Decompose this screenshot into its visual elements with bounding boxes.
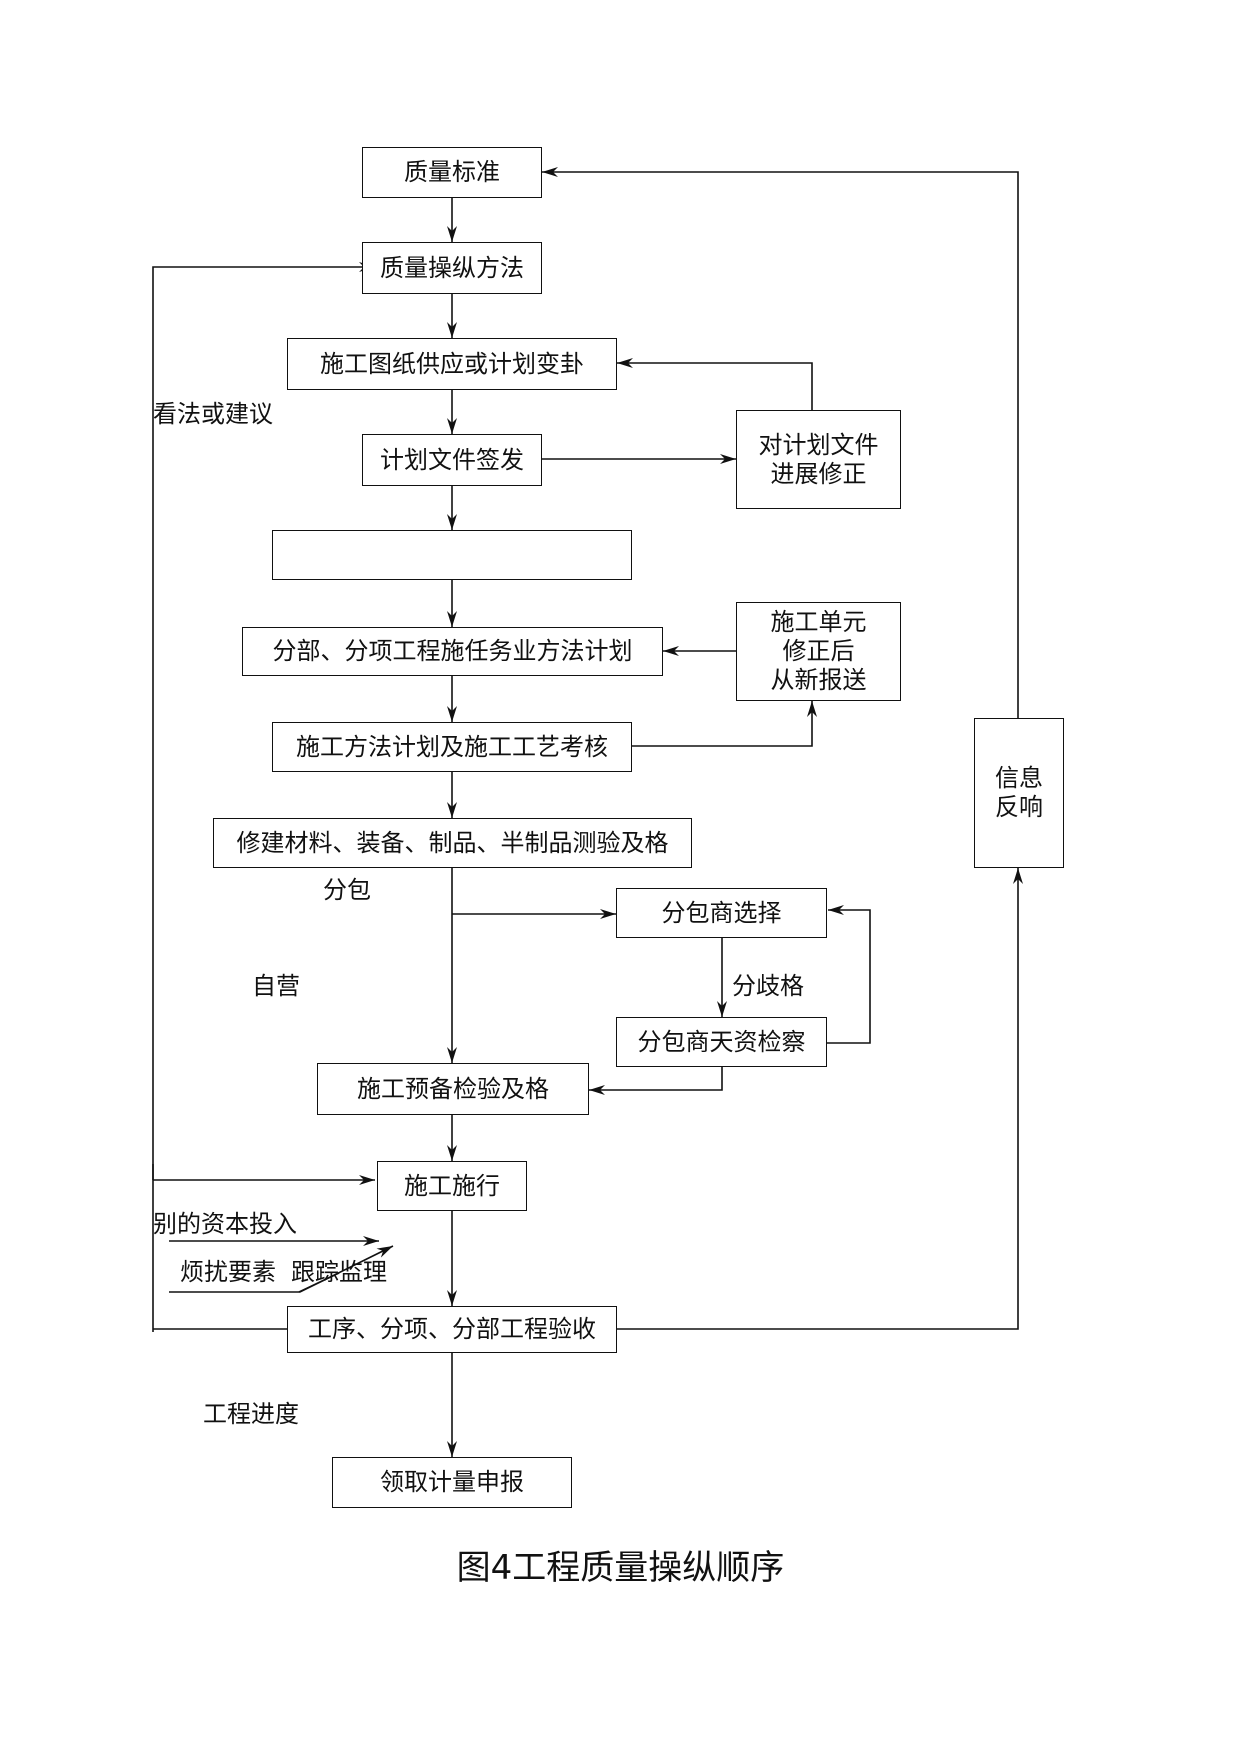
plan-issue-box: 计划文件签发 — [362, 434, 542, 486]
feedback-box: 信息 反响 — [974, 718, 1064, 868]
feedback-line-2: 反响 — [995, 793, 1043, 821]
quality-method-box: 质量操纵方法 — [362, 242, 542, 294]
sub-select-box: 分包商选择 — [616, 888, 827, 938]
plan-revise-line-1: 对计划文件 — [758, 430, 879, 459]
construction-text: 施工施行 — [404, 1171, 500, 1200]
unit-resubmit-box: 施工单元 修正后 从新报送 — [736, 602, 901, 701]
interference-label: 烦扰要素 — [180, 1258, 276, 1286]
materials-test-box: 修建材料、装备、制品、半制品测验及格 — [213, 818, 692, 868]
subcontract-label: 分包 — [323, 876, 371, 904]
acceptance-box: 工序、分项、分部工程验收 — [287, 1306, 617, 1353]
arrow-revise-to-drawing — [617, 358, 813, 410]
drawing-supply-box: 施工图纸供应或计划变卦 — [287, 338, 617, 390]
quality-method-text: 质量操纵方法 — [380, 253, 524, 282]
sub-qualify-box: 分包商天资检察 — [616, 1017, 827, 1067]
unit-resubmit-line-1: 施工单元 — [770, 608, 867, 636]
interference-tick — [298, 1272, 340, 1293]
plan-revise-line-2: 进展修正 — [770, 459, 867, 488]
construction-box: 施工施行 — [377, 1161, 527, 1211]
arrow-loop-to-method — [152, 262, 375, 1332]
sub-plan-box: 分部、分项工程施任务业方法计划 — [242, 627, 663, 676]
drawing-supply-text: 施工图纸供应或计划变卦 — [320, 349, 584, 378]
plan-issue-text: 计划文件签发 — [380, 445, 524, 474]
unit-resubmit-line-3: 从新报送 — [770, 666, 867, 694]
quality-standard-box: 质量标准 — [362, 147, 542, 198]
other-input-label: 别的资本投入 — [153, 1210, 297, 1238]
unit-resubmit-line-2: 修正后 — [782, 637, 855, 665]
payment-box: 领取计量申报 — [332, 1457, 572, 1508]
feedback-line-1: 信息 — [995, 764, 1043, 792]
method-review-text: 施工方法计划及施工工艺考核 — [296, 732, 608, 761]
materials-test-text: 修建材料、装备、制品、半制品测验及格 — [236, 828, 669, 857]
prep-check-text: 施工预备检验及格 — [357, 1074, 549, 1103]
blank-box — [272, 530, 632, 580]
arrow-acceptance-to-feedback — [617, 868, 1023, 1330]
sub-select-text: 分包商选择 — [661, 898, 782, 927]
opinions-label: 看法或建议 — [153, 400, 273, 428]
tracking-label: 跟踪监理 — [291, 1258, 387, 1286]
arrow-qualify-to-prep — [589, 1067, 723, 1095]
plan-revise-box: 对计划文件 进展修正 — [736, 410, 901, 509]
acceptance-text: 工序、分项、分部工程验收 — [308, 1315, 596, 1343]
figure-caption: 图4工程质量操纵顺序 — [456, 1548, 785, 1588]
arrow-qualify-to-select — [827, 905, 871, 1044]
arrow-review-to-resubmit — [632, 701, 817, 747]
prep-check-box: 施工预备检验及格 — [317, 1063, 589, 1115]
arrow-feedback-to-standard — [542, 167, 1019, 718]
sub-plan-text: 分部、分项工程施任务业方法计划 — [272, 637, 633, 665]
quality-standard-text: 质量标准 — [404, 158, 500, 186]
sub-qualify-text: 分包商天资检察 — [637, 1027, 806, 1056]
method-review-box: 施工方法计划及施工工艺考核 — [272, 722, 632, 772]
self-run-label: 自营 — [252, 972, 300, 1000]
progress-label: 工程进度 — [203, 1400, 299, 1428]
payment-text: 领取计量申报 — [380, 1468, 524, 1496]
disagree-label: 分歧格 — [732, 972, 804, 1000]
